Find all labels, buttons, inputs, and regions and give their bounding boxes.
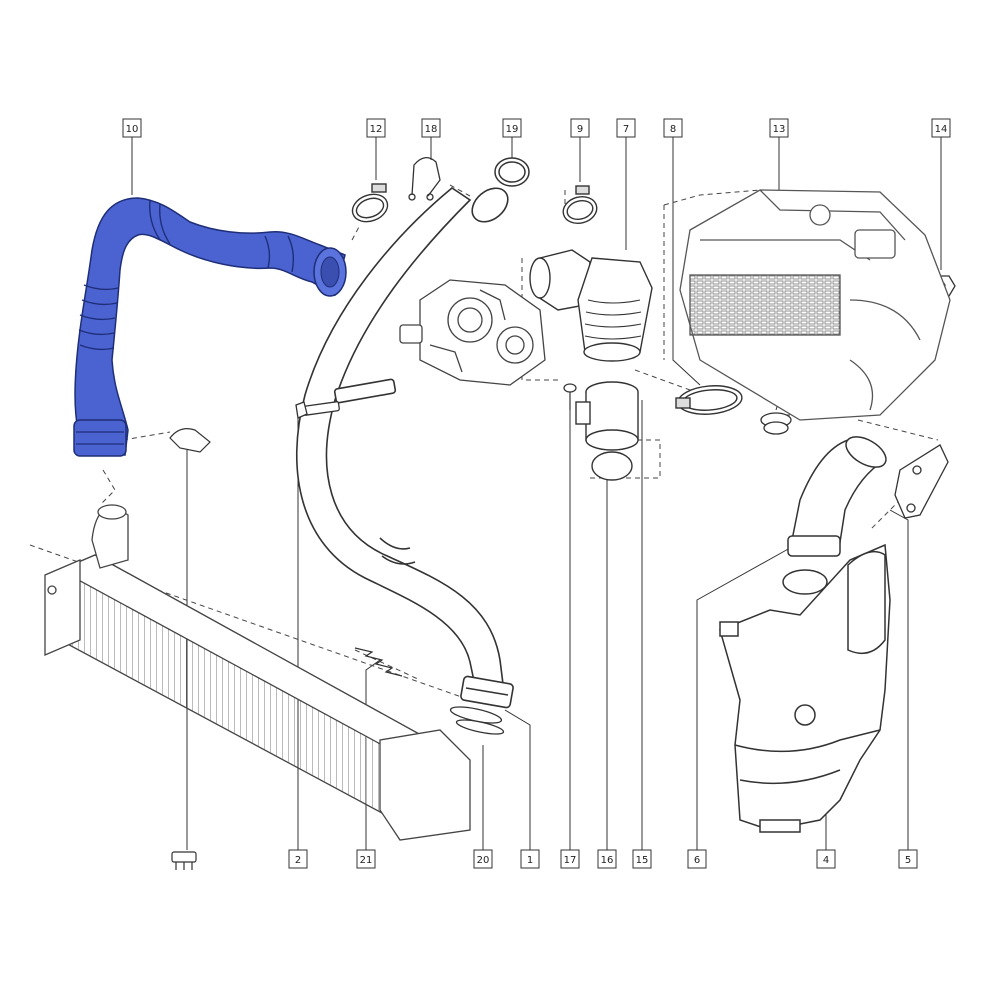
callout-15: 15 [632,849,652,869]
callout-box [616,118,636,138]
intake-pipe-6 [787,436,887,557]
callout-20: 20 [473,849,493,869]
callout-label: 19 [506,124,519,135]
seal-rings-20 [449,706,505,735]
callout-label: 17 [564,855,577,866]
callout-box [421,118,441,138]
callout-label: 20 [477,855,490,866]
callout-7: 7 [616,118,636,138]
callout-label: 10 [126,124,139,135]
callout-label: 8 [670,124,676,135]
callout-label: 5 [905,855,911,866]
highlighted-intake-hose [73,197,347,457]
callout-box [473,849,493,869]
callout-label: 13 [773,124,786,135]
callout-box [769,118,789,138]
callout-1: 1 [520,849,540,869]
spring-clip-21 [354,647,403,677]
callout-label: 6 [694,855,700,866]
air-flow-duct-7 [529,249,653,362]
callout-box [898,849,918,869]
callout-4: 4 [816,849,836,869]
callout-label: 16 [601,855,614,866]
bottom-callouts: 2 21 20 1 17 16 15 6 4 5 [288,849,918,869]
callout-box [122,118,142,138]
callout-21: 21 [356,849,376,869]
engine-intake-manifold [679,189,951,421]
callout-label: 1 [527,855,533,866]
callout-label: 18 [425,124,438,135]
callout-label: 9 [577,124,583,135]
hose-clamp-8 [675,385,743,415]
hose-clip [169,428,211,453]
callout-9: 9 [570,118,590,138]
callout-box [366,118,386,138]
callout-16: 16 [597,849,617,869]
callout-label: 14 [935,124,948,135]
push-clip [171,851,197,870]
callout-8: 8 [663,118,683,138]
callout-17: 17 [560,849,580,869]
callout-label: 12 [370,124,383,135]
callout-label: 21 [360,855,373,866]
top-callouts: 10 12 18 19 9 7 8 13 14 [122,118,951,138]
grommet-13 [760,412,792,435]
air-meter-body-16 [575,381,639,481]
callout-box [663,118,683,138]
callout-13: 13 [769,118,789,138]
callout-box [560,849,580,869]
air-filter-box-4 [719,543,891,833]
callout-box [816,849,836,869]
callout-5: 5 [898,849,918,869]
callout-box [687,849,707,869]
callout-label: 2 [295,855,301,866]
callout-box [520,849,540,869]
callout-label: 7 [623,124,629,135]
callout-box [356,849,376,869]
callout-6: 6 [687,849,707,869]
callout-label: 4 [823,855,829,866]
callout-19: 19 [502,118,522,138]
hose-clamp-9 [562,185,598,225]
callout-2: 2 [288,849,308,869]
callout-box [570,118,590,138]
long-intercooler-hose [295,187,514,709]
callout-box [502,118,522,138]
callout-10: 10 [122,118,142,138]
screw-17 [563,383,577,410]
callout-14: 14 [931,118,951,138]
callout-box [288,849,308,869]
callout-box [931,118,951,138]
mounting-bracket-5 [894,444,949,519]
o-ring-19 [494,157,530,187]
callout-12: 12 [366,118,386,138]
turbocharger [399,279,546,386]
callout-box [632,849,652,869]
callout-18: 18 [421,118,441,138]
callout-box [597,849,617,869]
bolt-2 [295,401,340,419]
intercooler [44,504,471,841]
bracket-18 [408,157,441,201]
callout-label: 15 [636,855,649,866]
hose-clamp-12 [351,183,389,223]
